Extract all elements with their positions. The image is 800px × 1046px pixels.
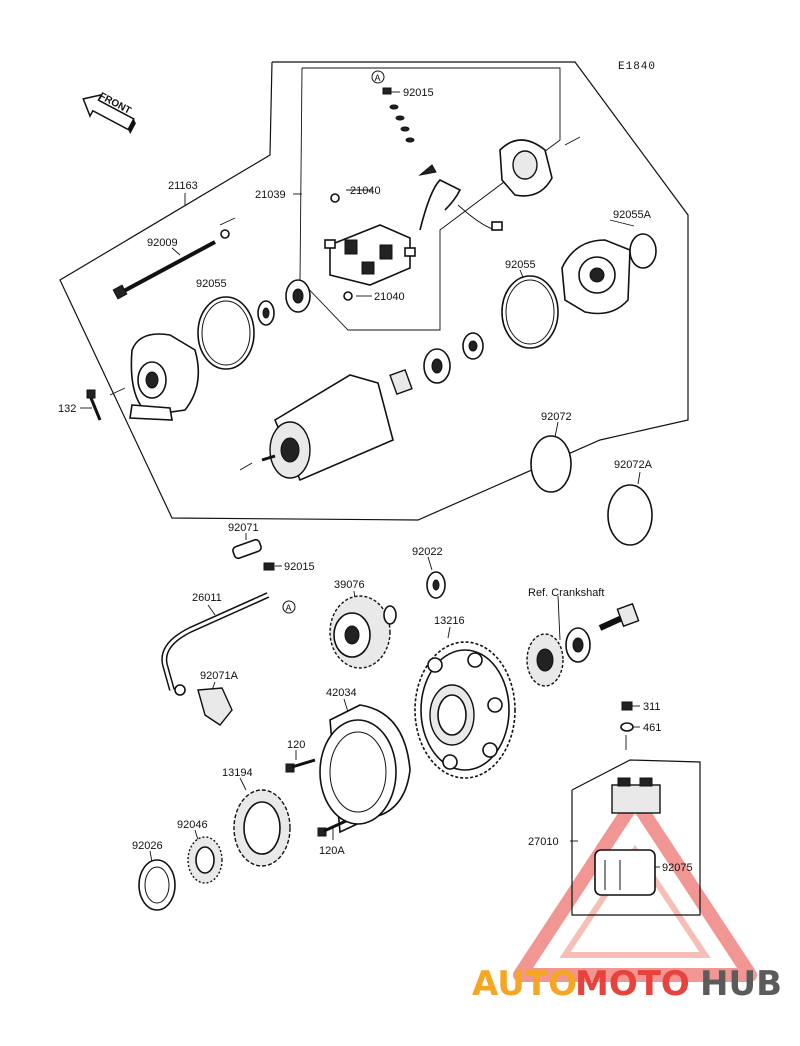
label-92055-left: 92055	[196, 278, 227, 290]
cable-26011	[161, 592, 270, 696]
label-92071: 92071	[228, 522, 259, 534]
label-120: 120	[287, 739, 305, 751]
ref-crankshaft-label: Ref. Crankshaft	[528, 587, 604, 599]
label-39076: 39076	[334, 579, 365, 591]
label-13216: 13216	[434, 615, 465, 627]
label-27010: 27010	[528, 836, 559, 848]
circlip-92072	[530, 435, 572, 493]
label-92026: 92026	[132, 840, 163, 852]
bolt-120A	[317, 819, 347, 837]
cap-92071A	[197, 687, 233, 726]
label-92022: 92022	[412, 546, 443, 558]
label-42034: 42034	[326, 687, 357, 699]
front-cover	[561, 239, 631, 315]
label-120A: 120A	[319, 845, 345, 857]
label-92015-top: 92015	[403, 87, 434, 99]
leader-lines	[80, 91, 660, 868]
rear-cover	[129, 333, 200, 421]
watermark-logo	[513, 793, 757, 982]
svg-text:A: A	[375, 73, 381, 83]
circlip-92072A	[607, 484, 653, 546]
label-21040-bottom: 21040	[374, 291, 405, 303]
diagram-code: E1840	[618, 61, 656, 73]
label-92055-right: 92055	[505, 259, 536, 271]
label-92072A: 92072A	[614, 459, 653, 471]
crankshaft-gear	[526, 633, 564, 687]
svg-text:HUB: HUB	[700, 964, 782, 1004]
label-92009: 92009	[147, 237, 178, 249]
o-ring-92055A	[629, 233, 657, 269]
bolt-132	[86, 389, 102, 421]
svg-text:AUTO: AUTO	[472, 964, 577, 1004]
long-bolt-92009	[112, 229, 230, 300]
brush-wires	[330, 164, 503, 301]
label-92046: 92046	[177, 819, 208, 831]
svg-text:A: A	[286, 603, 292, 613]
svg-text:MOTO: MOTO	[575, 964, 690, 1004]
watermark-text: AUTO MOTO HUB	[472, 964, 782, 1004]
one-way-clutch-13194	[233, 789, 291, 867]
nut-92015-mid	[263, 562, 275, 571]
label-21039: 21039	[255, 189, 286, 201]
terminal-92071	[232, 538, 262, 560]
o-ring-92055-right	[501, 275, 559, 349]
label-311: 311	[643, 701, 661, 713]
label-132: 132	[58, 403, 76, 415]
starter-relay	[594, 777, 661, 896]
assembly-outline-21163	[59, 61, 689, 521]
label-92055A: 92055A	[613, 209, 652, 221]
armature	[261, 368, 413, 482]
callout-a-top: A	[371, 70, 385, 84]
end-cap-shell	[499, 139, 553, 197]
label-92015-mid: 92015	[284, 561, 315, 573]
label-92072: 92072	[541, 411, 572, 423]
label-21163: 21163	[168, 180, 198, 192]
idle-gear-39076	[329, 595, 397, 669]
spring-stack	[382, 87, 415, 143]
front-arrow-icon	[82, 93, 136, 135]
label-461: 461	[643, 722, 661, 734]
assembly-outline-27010	[571, 759, 701, 916]
label-92075: 92075	[662, 862, 693, 874]
axis-lines	[109, 136, 581, 471]
brush-holder	[324, 224, 416, 286]
needle-bearing-92046	[187, 836, 223, 884]
label-13194: 13194	[222, 767, 253, 779]
crank-bolt	[598, 602, 640, 631]
driven-gear-13216	[414, 641, 516, 779]
nut-311	[621, 701, 633, 711]
starter-clutch-42034	[319, 704, 411, 834]
label-21040-top: 21040	[350, 185, 381, 197]
label-26011: 26011	[192, 592, 222, 604]
o-ring-92055-left	[197, 296, 255, 370]
washer-461	[620, 722, 634, 732]
label-92071A: 92071A	[200, 670, 239, 682]
bolt-120	[285, 758, 316, 773]
callout-a-bottom: A	[282, 600, 296, 614]
